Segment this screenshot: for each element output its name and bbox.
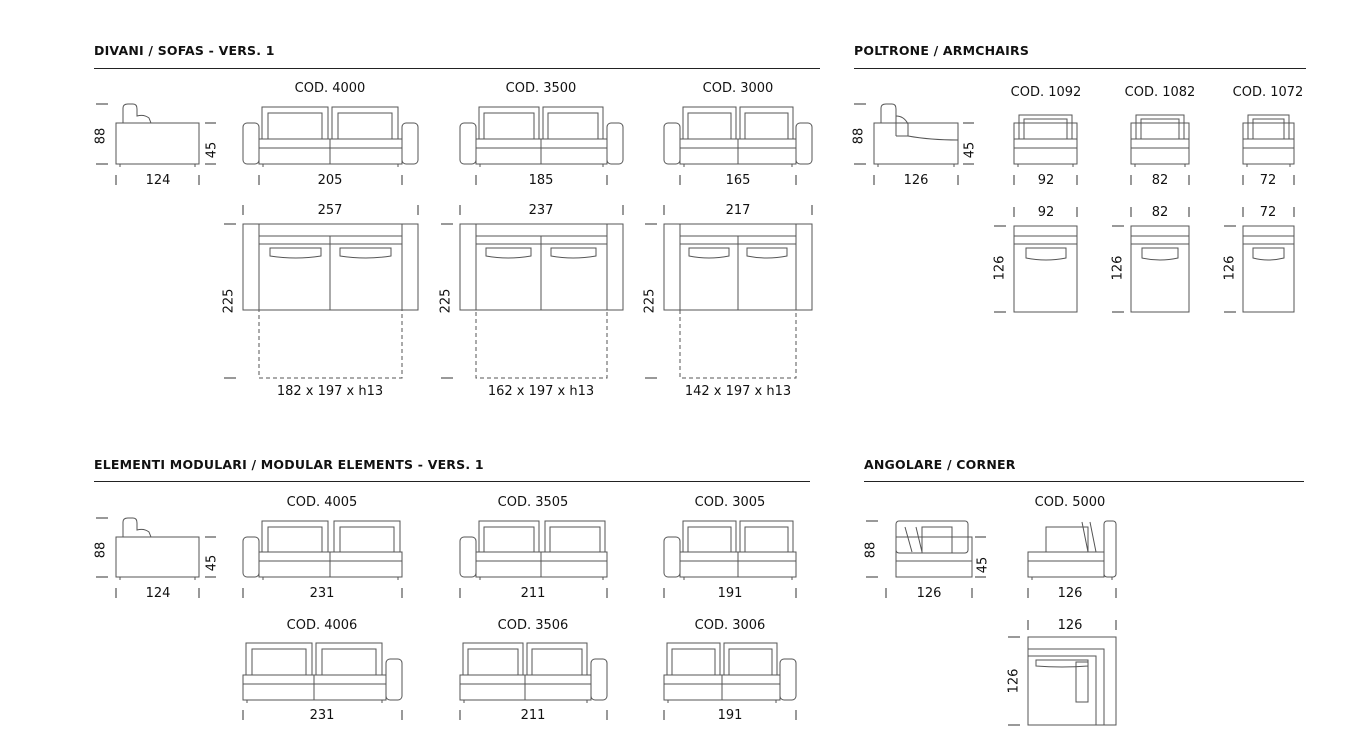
armchair-1082-top-drawing bbox=[1131, 226, 1189, 312]
armchair-1092-code: COD. 1092 bbox=[1010, 85, 1082, 100]
modular-4005-code: COD. 4005 bbox=[286, 495, 358, 510]
sofa-3000-code: COD. 3000 bbox=[702, 81, 774, 96]
modular-side-height-dim: 88 bbox=[93, 541, 109, 559]
modular-section-title: ELEMENTI MODULARI / MODULAR ELEMENTS - V… bbox=[94, 457, 484, 472]
corner-top-width-dim: 126 bbox=[1057, 618, 1083, 633]
corner-side-view-drawing bbox=[896, 521, 972, 577]
armchair-1092-top-drawing bbox=[1014, 226, 1077, 312]
corner-front-width-dim: 126 bbox=[1057, 586, 1083, 601]
corner-seat-height-dim: 45 bbox=[975, 556, 991, 574]
armchair-side-depth-dim: 126 bbox=[903, 173, 929, 188]
sofa-3500-depth-dim: 225 bbox=[438, 288, 454, 314]
sofa-3000-front-drawing bbox=[664, 107, 812, 167]
modular-4005-width-dim: 231 bbox=[309, 586, 335, 601]
sofa-4000-mattress-size: 182 x 197 x h13 bbox=[276, 384, 384, 399]
armchair-1092-depth-dim: 126 bbox=[992, 255, 1008, 281]
armchair-1082-code: COD. 1082 bbox=[1124, 85, 1196, 100]
armchair-1072-code: COD. 1072 bbox=[1232, 85, 1304, 100]
corner-section-rule bbox=[864, 481, 1304, 482]
armchair-1092-top-width-dim: 92 bbox=[1037, 205, 1055, 220]
corner-side-depth-dim: 126 bbox=[916, 586, 942, 601]
armchair-1082-depth-dim: 126 bbox=[1110, 255, 1126, 281]
sofa-4000-depth-dim: 225 bbox=[221, 288, 237, 314]
modular-3506-drawing bbox=[460, 643, 607, 703]
sofa-3000-mattress-size: 142 x 197 x h13 bbox=[684, 384, 792, 399]
armchair-1072-front-width-dim: 72 bbox=[1259, 173, 1277, 188]
modular-3506-width-dim: 211 bbox=[520, 708, 546, 723]
modular-4006-width-dim: 231 bbox=[309, 708, 335, 723]
sofa-3500-front-width-dim: 185 bbox=[528, 173, 554, 188]
modular-3505-width-dim: 211 bbox=[520, 586, 546, 601]
armchair-1072-front-drawing bbox=[1243, 115, 1294, 167]
modular-3006-code: COD. 3006 bbox=[694, 618, 766, 633]
modular-3506-code: COD. 3506 bbox=[497, 618, 569, 633]
modular-4006-code: COD. 4006 bbox=[286, 618, 358, 633]
sofa-side-depth-dim: 124 bbox=[145, 173, 171, 188]
armchair-side-height-dim: 88 bbox=[851, 127, 867, 145]
sofa-4000-top-drawing bbox=[243, 224, 418, 378]
armchair-1082-top-width-dim: 82 bbox=[1151, 205, 1169, 220]
armchair-1092-front-width-dim: 92 bbox=[1037, 173, 1055, 188]
corner-top-drawing bbox=[1028, 637, 1116, 725]
modular-3005-drawing bbox=[664, 521, 796, 580]
sofa-3000-front-width-dim: 165 bbox=[725, 173, 751, 188]
sofa-4000-top-width-dim: 257 bbox=[317, 203, 343, 218]
sofa-3500-front-drawing bbox=[460, 107, 623, 167]
armchair-1072-top-width-dim: 72 bbox=[1259, 205, 1277, 220]
sofa-side-height-dim: 88 bbox=[93, 127, 109, 145]
sofa-3500-mattress-size: 162 x 197 x h13 bbox=[487, 384, 595, 399]
modular-3005-code: COD. 3005 bbox=[694, 495, 766, 510]
armchairs-section-rule bbox=[854, 68, 1306, 69]
armchairs-section-title: POLTRONE / ARMCHAIRS bbox=[854, 43, 1030, 58]
sofa-3500-top-drawing bbox=[460, 224, 623, 378]
sofa-side-view-drawing bbox=[116, 104, 199, 167]
modular-3505-drawing bbox=[460, 521, 607, 580]
sofa-4000-front-width-dim: 205 bbox=[317, 173, 343, 188]
modular-3505-code: COD. 3505 bbox=[497, 495, 569, 510]
corner-depth-dim: 126 bbox=[1006, 668, 1022, 694]
sofa-4000-code: COD. 4000 bbox=[294, 81, 366, 96]
sofas-section-rule bbox=[94, 68, 820, 69]
sofas-section-title: DIVANI / SOFAS - VERS. 1 bbox=[94, 43, 275, 58]
modular-4006-drawing bbox=[243, 643, 402, 703]
modular-3006-width-dim: 191 bbox=[717, 708, 743, 723]
modular-side-view-drawing bbox=[116, 518, 199, 580]
sofa-3000-depth-dim: 225 bbox=[642, 288, 658, 314]
armchair-1092-front-drawing bbox=[1014, 115, 1077, 167]
sofa-3500-code: COD. 3500 bbox=[505, 81, 577, 96]
modular-side-depth-dim: 124 bbox=[145, 586, 171, 601]
modular-seat-height-dim: 45 bbox=[204, 554, 220, 572]
armchair-1082-front-width-dim: 82 bbox=[1151, 173, 1169, 188]
armchair-seat-height-dim: 45 bbox=[962, 141, 978, 159]
armchair-1072-top-drawing bbox=[1243, 226, 1294, 312]
corner-side-height-dim: 88 bbox=[863, 541, 879, 559]
modular-section-rule bbox=[94, 481, 810, 482]
sofa-3500-top-width-dim: 237 bbox=[528, 203, 554, 218]
corner-5000-code: COD. 5000 bbox=[1034, 495, 1106, 510]
sofa-3000-top-drawing bbox=[664, 224, 812, 378]
modular-4005-drawing bbox=[243, 521, 402, 580]
armchair-1082-front-drawing bbox=[1131, 115, 1189, 167]
armchair-side-view-drawing bbox=[874, 104, 958, 167]
sofa-seat-height-dim: 45 bbox=[204, 141, 220, 159]
modular-3005-width-dim: 191 bbox=[717, 586, 743, 601]
corner-front-drawing bbox=[1028, 521, 1116, 580]
sofa-4000-front-drawing bbox=[243, 107, 418, 167]
corner-section-title: ANGOLARE / CORNER bbox=[864, 457, 1016, 472]
armchair-1072-depth-dim: 126 bbox=[1222, 255, 1238, 281]
sofa-3000-top-width-dim: 217 bbox=[725, 203, 751, 218]
modular-3006-drawing bbox=[664, 643, 796, 703]
